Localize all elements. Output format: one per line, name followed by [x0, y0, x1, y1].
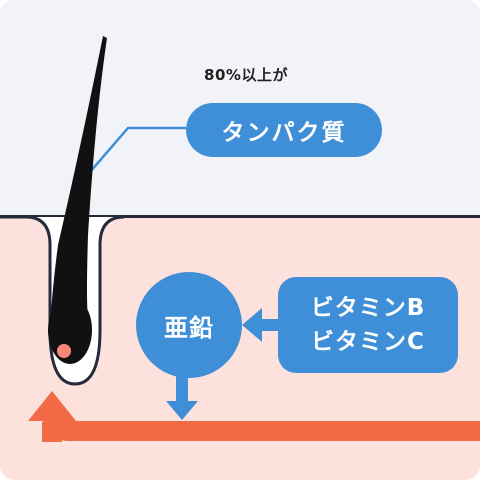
protein-connector-line [89, 126, 186, 173]
circulation-arrow-icon [42, 412, 480, 441]
bulb-core-icon [57, 344, 71, 358]
vitamin-c-label: ビタミンC [311, 329, 425, 355]
protein-annotation: 80%以上が [204, 66, 288, 84]
circulation-arrow-head-icon [28, 391, 76, 421]
hair-strand-icon [50, 36, 107, 360]
vitamins-box: ビタミンB ビタミンC [278, 277, 458, 373]
vitamin-b-label: ビタミンB [310, 295, 426, 321]
protein-label: タンパク質 [186, 103, 382, 157]
left-arrow-icon [242, 308, 262, 342]
down-arrow-icon [166, 401, 198, 420]
zinc-label: 亜鉛 [136, 272, 242, 378]
